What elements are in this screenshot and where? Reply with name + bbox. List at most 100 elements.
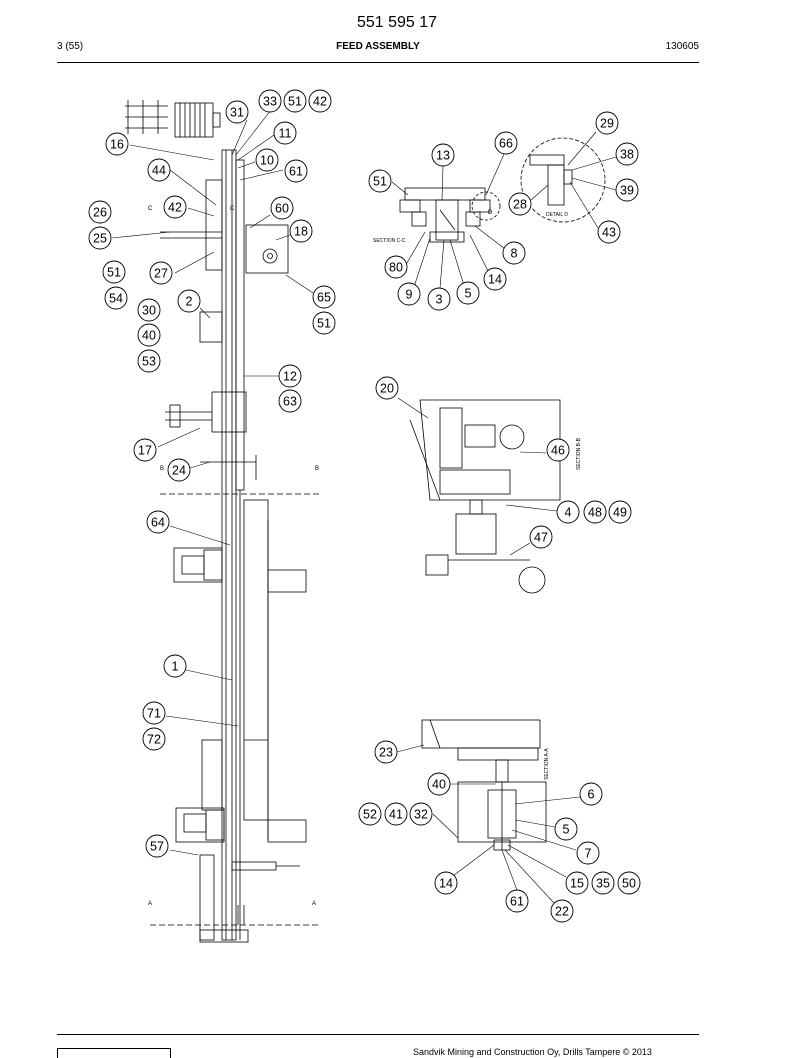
callout-bubble (397, 282, 421, 306)
section-cc-label: SECTION C-C (373, 238, 406, 244)
callout-bubble (546, 438, 570, 462)
page-reference: 3 (55) (57, 41, 84, 52)
callout-label: 16 (110, 138, 124, 152)
callout-bubble (105, 132, 129, 156)
feed-beam-drawing (125, 100, 320, 943)
footer-rule (57, 1034, 699, 1035)
callout-bubble (137, 298, 161, 322)
section-mark-a-left: A (148, 901, 152, 907)
callout-label: 80 (389, 261, 403, 275)
callout-label: 35 (596, 877, 610, 891)
callout-label: 4 (565, 506, 572, 520)
callout-bubble (374, 740, 398, 764)
section-mark-c-right: C (230, 206, 235, 212)
callout-bubble (133, 438, 157, 462)
detail-d-mark: D (488, 210, 493, 216)
callout-label: 66 (499, 137, 513, 151)
callout-bubble (312, 285, 336, 309)
document-date: 130605 (665, 41, 699, 52)
callout-label: 44 (152, 164, 166, 178)
callout-bubble (146, 510, 170, 534)
callout-label: 61 (289, 165, 303, 179)
callout-label: 10 (260, 154, 274, 168)
callout-label: 51 (373, 175, 387, 189)
callout-bubble (409, 802, 433, 826)
callout-bubble (483, 267, 507, 291)
callout-bubble (617, 871, 641, 895)
callout-label: 53 (142, 355, 156, 369)
callout-bubble (167, 458, 191, 482)
callout-label: 60 (275, 202, 289, 216)
callout-bubble (137, 349, 161, 373)
callout-label: 61 (510, 895, 524, 909)
footer-copyright: Sandvik Mining and Construction Oy, Dril… (413, 1047, 652, 1057)
callout-bubble (177, 289, 201, 313)
callout-label: 51 (317, 317, 331, 331)
callout-label: 6 (588, 788, 595, 802)
callout-label: 25 (93, 232, 107, 246)
callout-label: 5 (563, 823, 570, 837)
section-title: FEED ASSEMBLY (336, 41, 420, 52)
section-aa-label: SECTION A-A (544, 748, 550, 780)
callout-bubble (554, 817, 578, 841)
callout-bubble (529, 525, 553, 549)
callout-label: 15 (570, 877, 584, 891)
callout-bubble (550, 899, 574, 923)
callout-label: 23 (379, 746, 393, 760)
callout-bubble (102, 260, 126, 284)
callout-bubble (565, 871, 589, 895)
callout-bubble (145, 834, 169, 858)
callout-bubble (273, 121, 297, 145)
callout-bubble (149, 261, 173, 285)
main-leader-lines (111, 109, 314, 856)
callout-bubble (278, 364, 302, 388)
callout-bubble (595, 111, 619, 135)
callout-bubble (556, 500, 580, 524)
callout-bubble (608, 500, 632, 524)
sandvik-logo-icon (57, 1048, 171, 1058)
callout-label: 43 (602, 226, 616, 240)
section-bb-leader-lines (397, 397, 558, 556)
callout-label: 7 (585, 847, 592, 861)
callout-label: 71 (147, 707, 161, 721)
section-mark-a-right: A (312, 901, 316, 907)
callout-label: 12 (283, 370, 297, 384)
callout-bubble (505, 889, 529, 913)
callout-bubble (258, 89, 282, 113)
callout-label: 41 (389, 808, 403, 822)
callout-label: 42 (313, 95, 327, 109)
callout-label: 20 (380, 382, 394, 396)
section-mark-b-right: B (315, 466, 319, 472)
section-cc-drawing (399, 187, 501, 243)
callout-bubble (104, 286, 128, 310)
callout-label: 52 (363, 808, 377, 822)
callout-bubble (283, 89, 307, 113)
callout-label: 33 (263, 95, 277, 109)
callout-label: 64 (151, 516, 165, 530)
callout-label: 40 (432, 778, 446, 792)
detail-d-label: DETAIL D (546, 212, 568, 218)
section-bb-drawing (409, 399, 561, 594)
callout-label: 39 (620, 184, 634, 198)
callout-label: 28 (513, 198, 527, 212)
callout-label: 3 (436, 293, 443, 307)
callout-label: 47 (534, 531, 548, 545)
callout-bubble (615, 178, 639, 202)
callout-label: 18 (294, 225, 308, 239)
callout-bubble (427, 287, 451, 311)
section-aa-leader-lines (396, 744, 581, 904)
callout-bubble (312, 311, 336, 335)
callout-label: 2 (186, 295, 193, 309)
callout-bubble (142, 701, 166, 725)
callout-label: 22 (555, 905, 569, 919)
callout-bubble (308, 89, 332, 113)
header-row: 3 (55) FEED ASSEMBLY 130605 (57, 41, 699, 57)
callout-bubble (576, 841, 600, 865)
detail-d-leader-lines (530, 131, 617, 229)
callout-label: 50 (622, 877, 636, 891)
callout-label: 5 (465, 287, 472, 301)
callout-label: 9 (406, 288, 413, 302)
callout-label: 42 (168, 201, 182, 215)
callout-label: 27 (154, 267, 168, 281)
